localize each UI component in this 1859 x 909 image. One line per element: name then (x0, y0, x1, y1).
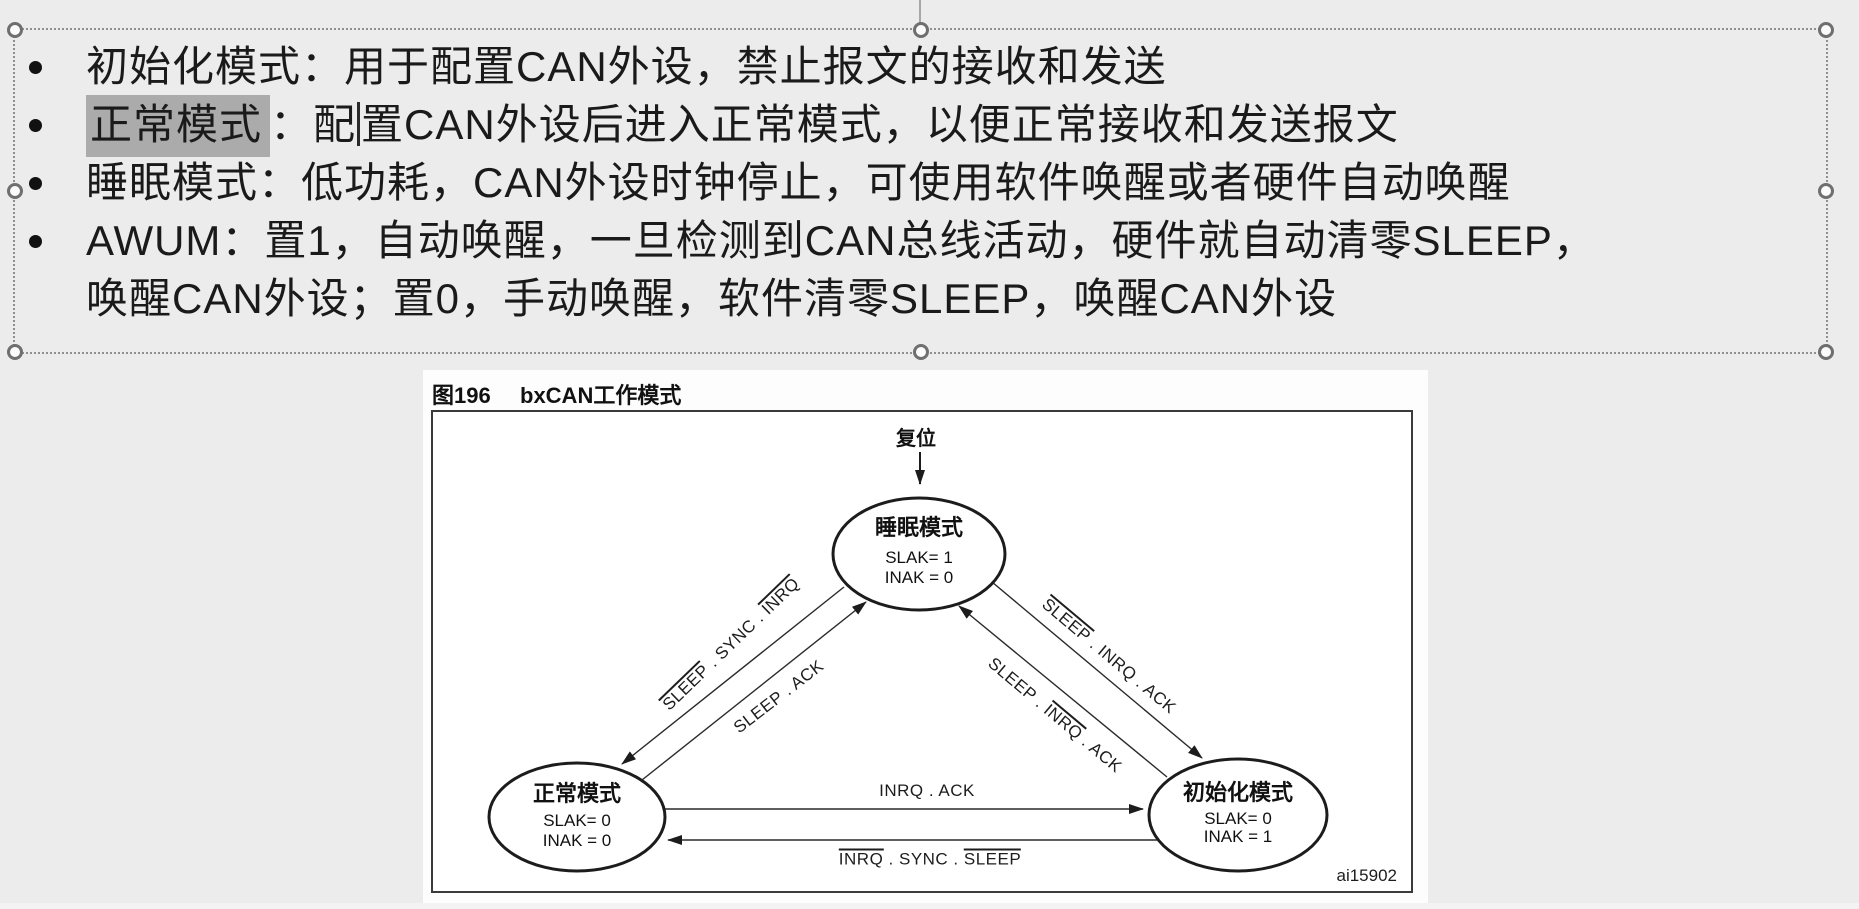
bullet-text: 睡眠模式：低功耗，CAN外设时钟停止，可使用软件唤醒或者硬件自动唤醒 (86, 159, 1511, 206)
resize-handle-bottom-center[interactable] (912, 344, 929, 360)
bullet-dot (29, 61, 42, 74)
bullet-line: AWUM：置1，自动唤醒，一旦检测到CAN总线活动，硬件就自动清零SLEEP， (0, 212, 1859, 270)
state-diagram: 复位 睡眠模式 SLAK= 1 INAK = 0 正常模式 SLAK= 0 IN… (431, 410, 1413, 893)
state-title-init: 初始化模式 (1183, 780, 1293, 805)
bullet-text: 正常模式：配置CAN外设后进入正常模式，以便正常接收和发送报文 (86, 95, 1399, 157)
arrow-sleep-to-normal (621, 586, 845, 765)
selected-textbox[interactable] (7, 22, 1834, 360)
resize-handle-bottom-right[interactable] (1818, 344, 1834, 360)
bullet-text: AWUM：置1，自动唤醒，一旦检测到CAN总线活动，硬件就自动清零SLEEP， (86, 217, 1596, 264)
arrow-sleep-to-init (991, 581, 1203, 759)
text-segment: 置CAN外设后进入正常模式，以便正常接收和发送报文 (361, 101, 1399, 148)
reset-label: 复位 (895, 426, 936, 450)
state-slak-init: SLAK= 0 (1204, 809, 1272, 828)
transition-label-init-to-normal: INRQ . SYNC . SLEEP (838, 848, 1022, 870)
resize-handle-middle-left[interactable] (7, 183, 23, 199)
state-inak-normal: INAK = 0 (543, 831, 612, 850)
bullet-text: 唤醒CAN外设；置0，手动唤醒，软件清零SLEEP，唤醒CAN外设 (86, 275, 1337, 322)
state-title-sleep: 睡眠模式 (875, 515, 963, 540)
state-slak-sleep: SLAK= 1 (885, 548, 953, 567)
text-segment: AWUM：置1，自动唤醒，一旦检测到CAN总线活动，硬件就自动清零SLEEP， (86, 217, 1596, 264)
resize-handle-bottom-left[interactable] (7, 344, 23, 360)
state-title-normal: 正常模式 (533, 781, 621, 806)
highlighted-text: 正常模式 (86, 95, 271, 157)
resize-handle-top-left[interactable] (7, 22, 23, 38)
state-inak-sleep: INAK = 0 (885, 568, 954, 587)
bullet-text: 初始化模式：用于配置CAN外设，禁止报文的接收和发送 (86, 43, 1167, 90)
text-segment: 初始化模式：用于配置CAN外设，禁止报文的接收和发送 (86, 43, 1167, 90)
resize-handle-top-center[interactable] (912, 22, 929, 38)
resize-handle-top-right[interactable] (1818, 22, 1834, 38)
text-segment: ：配 (270, 101, 357, 148)
bullet-line: 唤醒CAN外设；置0，手动唤醒，软件清零SLEEP，唤醒CAN外设 (0, 270, 1859, 328)
bullet-line: 睡眠模式：低功耗，CAN外设时钟停止，可使用软件唤醒或者硬件自动唤醒 (0, 154, 1859, 212)
state-ellipse-sleep (831, 496, 1007, 612)
resize-handle-middle-right[interactable] (1818, 183, 1834, 199)
bullet-line: 正常模式：配置CAN外设后进入正常模式，以便正常接收和发送报文 (0, 95, 1859, 157)
bullet-dot (29, 235, 42, 248)
text-segment: . SYNC . (883, 849, 964, 869)
state-ellipse-normal (487, 761, 667, 873)
bullet-dot (29, 177, 42, 190)
figure-watermark: ai15902 (1336, 866, 1397, 885)
bullet-line: 初始化模式：用于配置CAN外设，禁止报文的接收和发送 (0, 38, 1859, 96)
bullet-list: 初始化模式：用于配置CAN外设，禁止报文的接收和发送正常模式：配置CAN外设后进… (0, 38, 1859, 328)
state-diagram-svg: 复位 睡眠模式 SLAK= 1 INAK = 0 正常模式 SLAK= 0 IN… (487, 426, 1329, 873)
figure-caption-number: 图196 (432, 383, 491, 408)
state-slak-normal: SLAK= 0 (543, 811, 611, 830)
slide-edge-strip (0, 903, 1859, 909)
text-segment: INRQ . ACK (879, 781, 975, 800)
figure-caption-title: bxCAN工作模式 (520, 383, 682, 408)
overlined-token: INRQ (838, 848, 884, 869)
text-segment: 睡眠模式：低功耗，CAN外设时钟停止，可使用软件唤醒或者硬件自动唤醒 (86, 159, 1511, 206)
arrow-normal-to-sleep (641, 601, 867, 781)
rotation-handle-stem (919, 0, 921, 28)
state-inak-init: INAK = 1 (1204, 827, 1273, 846)
bullet-dot (29, 119, 42, 132)
transition-label-normal-to-init: INRQ . ACK (879, 781, 975, 801)
arrow-init-to-sleep (958, 605, 1168, 778)
state-ellipse-init (1147, 757, 1329, 873)
overlined-token: SLEEP (963, 848, 1022, 869)
text-caret (357, 102, 361, 146)
figure-caption: 图196 bxCAN工作模式 (432, 378, 681, 410)
text-segment: 唤醒CAN外设；置0，手动唤醒，软件清零SLEEP，唤醒CAN外设 (86, 275, 1338, 322)
